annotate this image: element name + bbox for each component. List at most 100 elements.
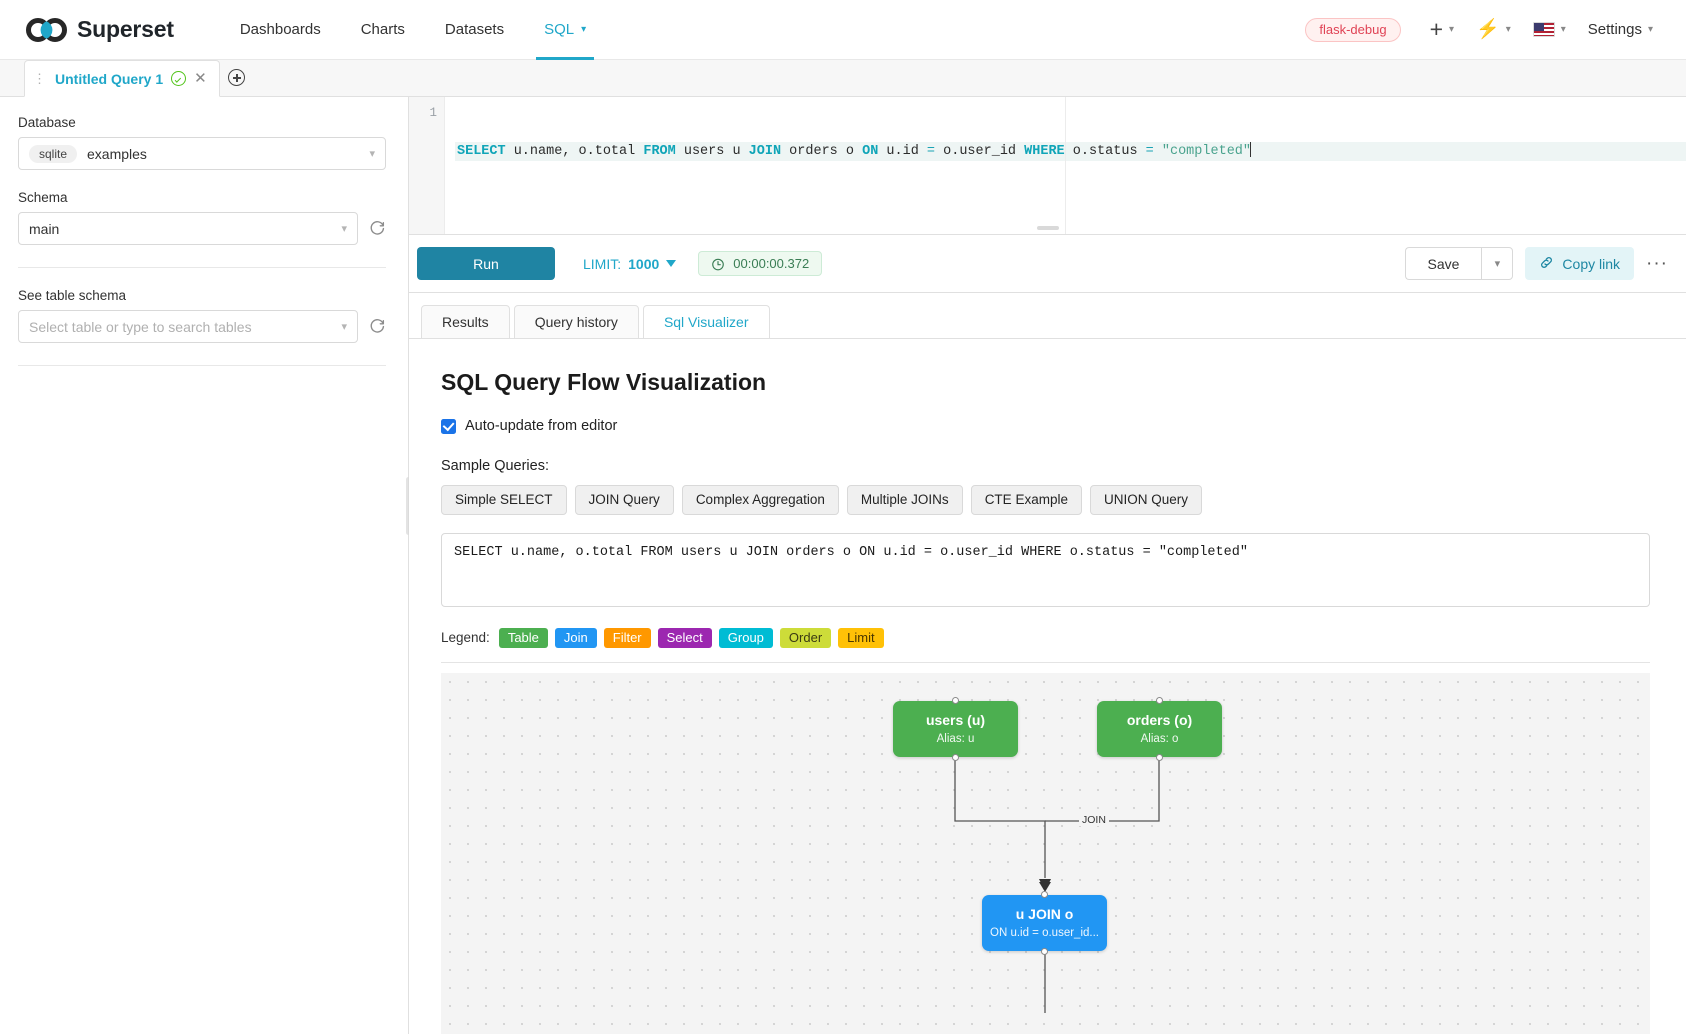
toolbar-right: Save ▾ Copy link ··· — [1404, 247, 1669, 280]
save-button[interactable]: Save — [1404, 247, 1482, 280]
schema-value: main — [29, 220, 60, 237]
tab-results[interactable]: Results — [421, 305, 510, 339]
brand[interactable]: Superset — [26, 16, 174, 43]
query-timer: 00:00:00.372 — [698, 251, 823, 276]
legend-chip-table: Table — [498, 627, 548, 648]
auto-update-label: Auto-update from editor — [465, 418, 618, 434]
nav-link-sql[interactable]: SQL ▾ — [524, 0, 606, 60]
flow-node-subtitle: Alias: o — [1140, 733, 1179, 745]
tab-sql-visualizer[interactable]: Sql Visualizer — [642, 305, 770, 339]
superset-logo-icon — [26, 17, 68, 43]
editor-toolbar: Run LIMIT: 1000 00:00:00.372 Save — [409, 226, 1686, 293]
flow-canvas[interactable]: JOIN users (u) Alias: u orders (o) Alias… — [441, 672, 1650, 1034]
sample-button-simple-select[interactable]: Simple SELECT — [441, 485, 567, 515]
tab-query-history[interactable]: Query history — [513, 305, 639, 339]
nav-link-label: Datasets — [444, 21, 505, 38]
auto-update-checkbox[interactable] — [441, 418, 456, 434]
tab-label: Sql Visualizer — [663, 314, 749, 330]
chevron-down-icon: ▾ — [1449, 24, 1455, 35]
top-navbar: Superset Dashboards Charts Datasets SQL … — [0, 0, 1686, 60]
more-actions-button[interactable]: ··· — [1646, 252, 1668, 274]
bolt-icon: ⚡ — [1476, 19, 1500, 40]
table-field-group: See table schema Select table or type to… — [18, 288, 386, 343]
add-query-tab-button[interactable] — [220, 59, 254, 96]
settings-label: Settings — [1587, 21, 1642, 38]
edge-label-join: JOIN — [1079, 813, 1109, 826]
tab-label: Query history — [534, 314, 618, 330]
nav-link-label: Dashboards — [239, 21, 321, 38]
nav-link-datasets[interactable]: Datasets — [425, 0, 524, 60]
legend-label: Legend: — [441, 630, 490, 645]
close-icon[interactable]: ✕ — [194, 70, 207, 87]
legend-chip-filter: Filter — [603, 627, 651, 648]
limit-value: 1000 — [628, 255, 660, 272]
nav-links: Dashboards Charts Datasets SQL ▾ — [220, 0, 606, 60]
query-timer-value: 00:00:00.372 — [733, 256, 810, 271]
editor-vertical-rule — [1065, 97, 1066, 234]
copy-link-button[interactable]: Copy link — [1525, 247, 1635, 280]
chevron-down-icon — [666, 260, 677, 267]
quick-actions-button[interactable]: ⚡ ▾ — [1465, 0, 1522, 60]
sample-button-union-query[interactable]: UNION Query — [1089, 485, 1202, 515]
flask-debug-badge: flask-debug — [1305, 17, 1401, 42]
query-tab-untitled-query-1[interactable]: ⋮ Untitled Query 1 ✕ — [24, 60, 220, 97]
legend-chip-join: Join — [554, 627, 597, 648]
nav-link-dashboards[interactable]: Dashboards — [220, 0, 341, 60]
database-value: examples — [87, 145, 147, 162]
language-picker[interactable]: ▾ — [1522, 0, 1577, 60]
sample-button-cte-example[interactable]: CTE Example — [970, 485, 1082, 515]
tab-label: Results — [442, 314, 489, 330]
chevron-down-icon: ▾ — [341, 321, 347, 333]
sql-editor[interactable]: 1 SELECT u.name, o.total FROM users u JO… — [409, 97, 1686, 235]
visualizer-sql-input[interactable] — [441, 532, 1650, 607]
left-panel-resize-handle[interactable] — [406, 477, 411, 535]
legend-chip-group: Group — [718, 627, 773, 648]
flow-node-join[interactable]: u JOIN o ON u.id = o.user_id... — [982, 890, 1107, 955]
editor-gutter: 1 — [409, 97, 445, 234]
flow-node-title: u JOIN o — [1015, 906, 1074, 922]
limit-label: LIMIT: — [583, 255, 622, 272]
flow-node-orders[interactable]: orders (o) Alias: o — [1097, 696, 1222, 761]
schema-field-group: Schema main ▾ — [18, 190, 386, 245]
chevron-down-icon: ▾ — [1647, 24, 1653, 35]
node-port-top — [1041, 890, 1048, 898]
refresh-tables-icon[interactable] — [369, 318, 386, 335]
editor-resize-handle[interactable] — [1036, 226, 1059, 230]
flow-node-subtitle: Alias: u — [936, 733, 975, 745]
flow-node-users[interactable]: users (u) Alias: u — [893, 696, 1018, 761]
sample-button-multiple-joins[interactable]: Multiple JOINs — [846, 485, 963, 515]
database-field-group: Database sqlite examples ▾ — [18, 115, 386, 170]
flow-node-subtitle: ON u.id = o.user_id... — [990, 927, 1099, 939]
node-port-top — [1156, 696, 1163, 704]
chevron-down-icon: ▾ — [1560, 24, 1566, 35]
run-button[interactable]: Run — [417, 247, 555, 280]
settings-menu[interactable]: Settings ▾ — [1577, 0, 1664, 60]
table-placeholder: Select table or type to search tables — [29, 318, 252, 335]
nav-link-label: SQL — [544, 21, 575, 38]
auto-update-row[interactable]: Auto-update from editor — [441, 418, 1650, 434]
limit-dropdown[interactable]: LIMIT: 1000 — [583, 255, 677, 272]
sample-query-buttons: Simple SELECT JOIN Query Complex Aggrega… — [441, 485, 1650, 515]
chevron-down-icon: ▾ — [1494, 258, 1501, 270]
sample-button-complex-aggregation[interactable]: Complex Aggregation — [681, 485, 839, 515]
chevron-down-icon: ▾ — [341, 223, 347, 235]
schema-select[interactable]: main ▾ — [18, 212, 358, 245]
chevron-down-icon: ▾ — [581, 24, 587, 35]
page-title: SQL Query Flow Visualization — [441, 369, 767, 395]
legend-separator — [441, 661, 1650, 663]
flow-node-title: orders (o) — [1126, 712, 1193, 728]
us-flag-icon — [1532, 22, 1555, 37]
sql-editor-code[interactable]: SELECT u.name, o.total FROM users u JOIN… — [445, 97, 1686, 234]
table-select[interactable]: Select table or type to search tables ▾ — [18, 310, 358, 343]
new-item-button[interactable]: + ▾ — [1419, 0, 1465, 60]
save-dropdown-button[interactable]: ▾ — [1481, 247, 1514, 280]
legend-chip-select: Select — [657, 627, 712, 648]
refresh-schema-icon[interactable] — [369, 220, 386, 237]
sample-button-join-query[interactable]: JOIN Query — [574, 485, 674, 515]
brand-name: Superset — [77, 16, 174, 42]
panel-divider-2 — [18, 365, 386, 366]
drag-handle-icon[interactable]: ⋮ — [33, 71, 47, 86]
nav-link-charts[interactable]: Charts — [341, 0, 425, 60]
database-select[interactable]: sqlite examples ▾ — [18, 137, 386, 170]
